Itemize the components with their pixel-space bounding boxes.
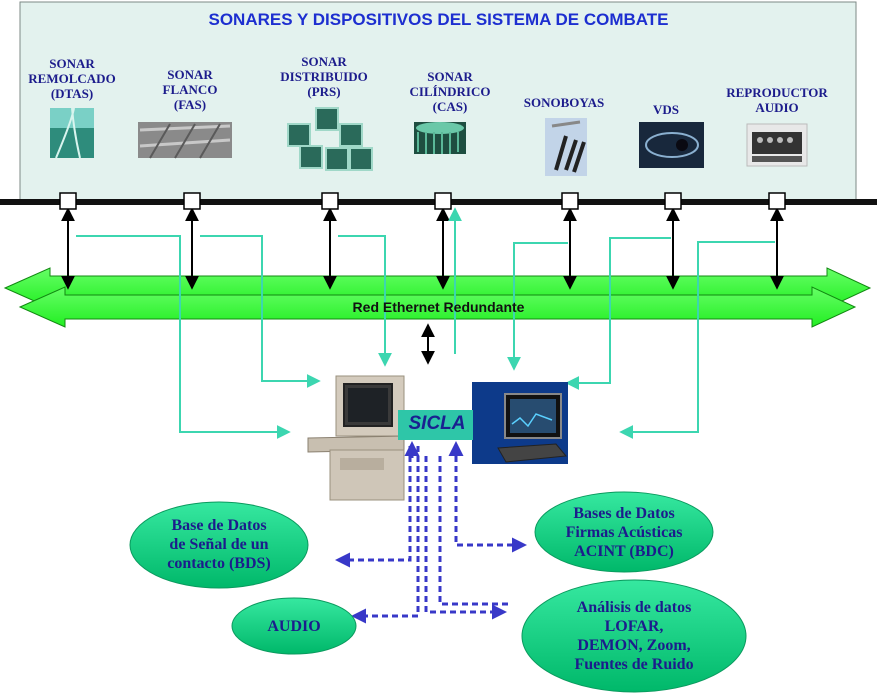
device-label-sonoboyas: SONOBOYAS — [523, 95, 605, 110]
analysis-oval — [521, 579, 747, 693]
bds-oval — [129, 501, 309, 589]
signal-routes — [76, 207, 775, 439]
device-label-dtas: SONAR REMOLCADO (DTAS) — [28, 56, 116, 101]
audio-player-image — [746, 123, 808, 167]
dtas-image — [50, 107, 94, 159]
fas-image — [138, 122, 232, 159]
sicla-label: SICLA — [408, 413, 466, 434]
monitor-workstation-image — [472, 382, 568, 464]
device-label-vds: VDS — [652, 102, 679, 117]
device-bus-arrows — [61, 207, 784, 365]
device-label-prs: SONAR DISTRIBUIDO (PRS) — [280, 54, 368, 99]
device-label-fas: SONAR FLANCO (FAS) — [162, 67, 218, 112]
device-label-cas: SONAR CILÍNDRICO (CAS) — [409, 69, 491, 114]
sonoboyas-image — [545, 118, 587, 176]
device-connectors — [59, 192, 786, 210]
vds-image — [639, 122, 704, 168]
cas-image — [414, 122, 466, 154]
prs-image — [287, 107, 373, 171]
diagram-title: SONARES Y DISPOSITIVOS DEL SISTEMA DE CO… — [208, 10, 669, 29]
devices-panel — [19, 1, 857, 201]
sicla-box — [398, 410, 473, 440]
data-flows — [335, 441, 527, 624]
bdc-oval — [534, 491, 714, 573]
console-workstation-image — [307, 375, 405, 501]
network-label: Red Ethernet Redundante — [352, 299, 525, 315]
bdc-text: Bases de Datos Firmas Acústicas ACINT (B… — [565, 505, 683, 560]
audio-text: AUDIO — [267, 618, 321, 635]
ethernet-bus-lower — [18, 286, 857, 328]
audio-oval — [231, 597, 357, 655]
device-label-audio-player: REPRODUCTOR AUDIO — [726, 85, 828, 115]
bds-text: Base de Datos de Señal de un contacto (B… — [167, 517, 271, 572]
analysis-text: Análisis de datos LOFAR, DEMON, Zoom, Fu… — [574, 599, 694, 673]
